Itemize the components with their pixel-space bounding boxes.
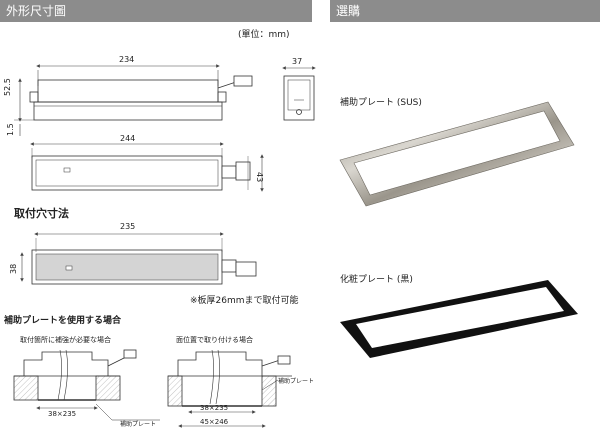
case1-title: 取付箇所に補強が必要な場合	[20, 336, 111, 344]
cutout-view	[20, 232, 257, 285]
outline-header-label: 外形尺寸圖	[6, 4, 67, 18]
cutout-width-label: 235	[120, 222, 136, 231]
front-offset-label: 1.5	[6, 123, 15, 136]
side-width-label: 37	[292, 57, 303, 66]
install-case-2	[167, 349, 292, 428]
front-width-label: 234	[119, 55, 135, 64]
cutout-height-label: 38	[9, 263, 18, 274]
options-header-label: 選購	[336, 4, 361, 18]
install-case-1	[13, 349, 160, 421]
black-plate-label: 化粧プレート (黒)	[340, 275, 413, 285]
top-width-label: 244	[120, 134, 136, 143]
top-view	[30, 142, 264, 192]
sus-plate-label: 補助プレート (SUS)	[340, 98, 422, 108]
case2-title: 面位置で取り付ける場合	[176, 336, 253, 344]
front-view	[14, 64, 253, 136]
sus-plate-image	[339, 101, 575, 207]
outline-header: 外形尺寸圖	[0, 0, 312, 22]
case2-plate-label: 補助プレート	[278, 378, 315, 385]
cutout-title: 取付穴寸法	[14, 207, 69, 220]
top-depth-label: 43	[255, 172, 264, 183]
black-plate-image	[340, 280, 578, 358]
case1-dim-label: 38×235	[48, 410, 77, 418]
front-height-label: 52.5	[3, 78, 12, 96]
side-view	[282, 66, 316, 121]
plate-usage-title: 補助プレートを使用する場合	[4, 316, 122, 326]
cutout-note: ※板厚26mmまで取付可能	[190, 296, 299, 306]
case1-plate-label: 補助プレート	[120, 421, 157, 428]
case2-dim-label-2: 45×246	[200, 418, 229, 426]
unit-note: (單位：mm)	[238, 30, 290, 40]
case2-dim-label-1: 38×235	[200, 404, 229, 412]
options-header: 選購	[330, 0, 600, 22]
